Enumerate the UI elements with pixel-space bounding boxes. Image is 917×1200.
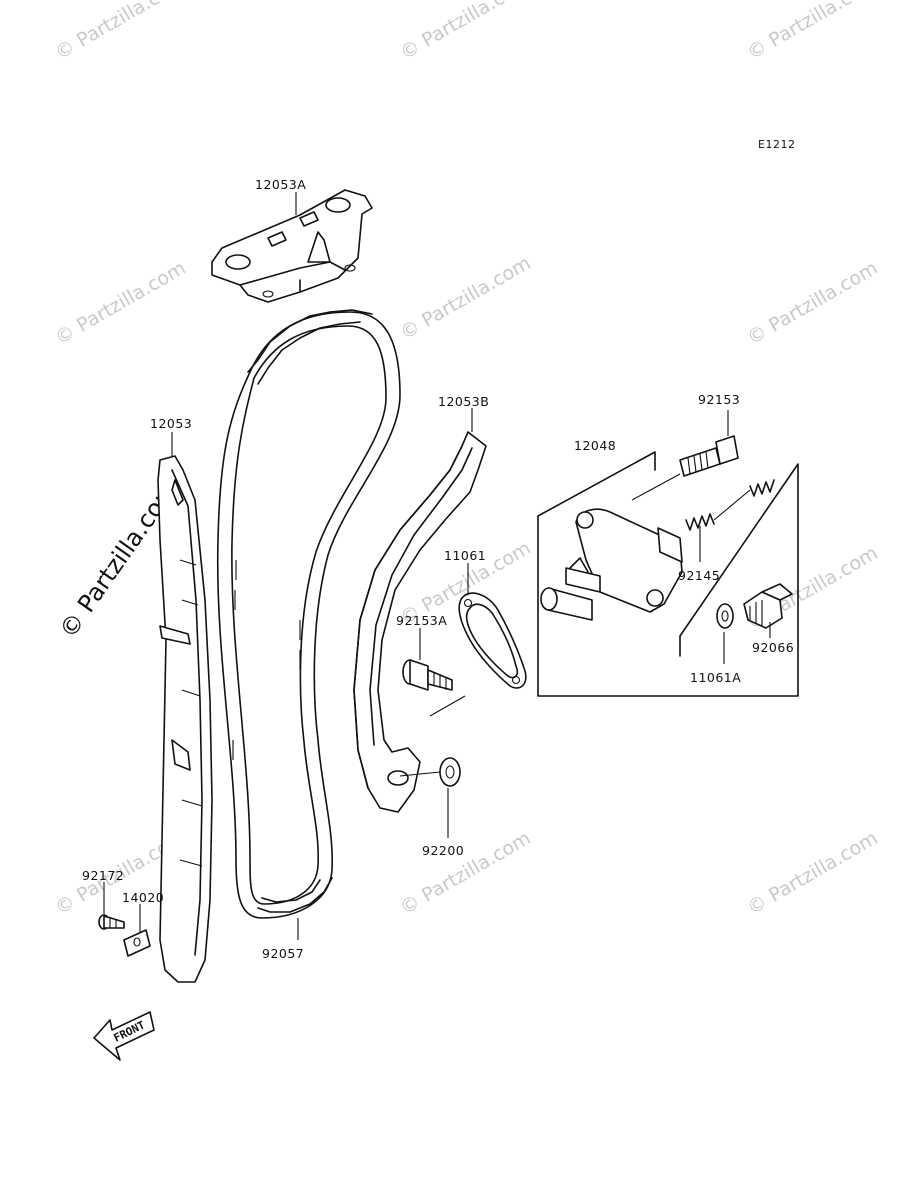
tensioner-box bbox=[537, 451, 799, 697]
diagram-code: E1212 bbox=[758, 138, 795, 151]
plug-bolt bbox=[743, 583, 793, 629]
upper-chain-guide bbox=[211, 189, 373, 303]
sealing-washer bbox=[716, 603, 734, 629]
rear-chain-guide bbox=[353, 431, 487, 813]
watermark: © Partzilla.com bbox=[744, 0, 882, 64]
callout-label: 11061 bbox=[444, 548, 486, 563]
tensioner-gasket bbox=[458, 592, 527, 689]
washer bbox=[439, 757, 461, 787]
callout-label: 11061A bbox=[690, 670, 741, 685]
tensioner-springs bbox=[685, 479, 775, 531]
tensioner-bolt bbox=[679, 435, 739, 477]
watermark: © Partzilla.com bbox=[744, 257, 882, 349]
watermark: © Partzilla.com bbox=[52, 257, 190, 349]
front-chain-guide bbox=[157, 455, 213, 983]
watermark: © Partzilla.com bbox=[397, 252, 535, 344]
callout-label: 14020 bbox=[122, 890, 164, 905]
cam-chain bbox=[216, 309, 401, 919]
callout-label: 12053A bbox=[255, 177, 306, 192]
callout-label: 12053 bbox=[150, 416, 192, 431]
callout-label: 12048 bbox=[574, 438, 616, 453]
guide-bolt bbox=[402, 659, 453, 691]
callout-label: 92145 bbox=[678, 568, 720, 583]
callout-label: 92153 bbox=[698, 392, 740, 407]
watermark: © Partzilla.com bbox=[397, 827, 535, 919]
watermark: © Partzilla.com bbox=[744, 827, 882, 919]
watermark: © Partzilla.com bbox=[52, 0, 190, 64]
callout-label: 92200 bbox=[422, 843, 464, 858]
callout-label: 92172 bbox=[82, 868, 124, 883]
collar bbox=[123, 929, 151, 957]
watermark: © Partzilla.com bbox=[397, 0, 535, 64]
callout-label: 12053B bbox=[438, 394, 489, 409]
front-arrow: FRONT bbox=[93, 1011, 155, 1061]
screw bbox=[98, 914, 125, 930]
callout-label: 92066 bbox=[752, 640, 794, 655]
callout-label: 92153A bbox=[396, 613, 447, 628]
callout-label: 92057 bbox=[262, 946, 304, 961]
tensioner-body bbox=[540, 508, 683, 621]
